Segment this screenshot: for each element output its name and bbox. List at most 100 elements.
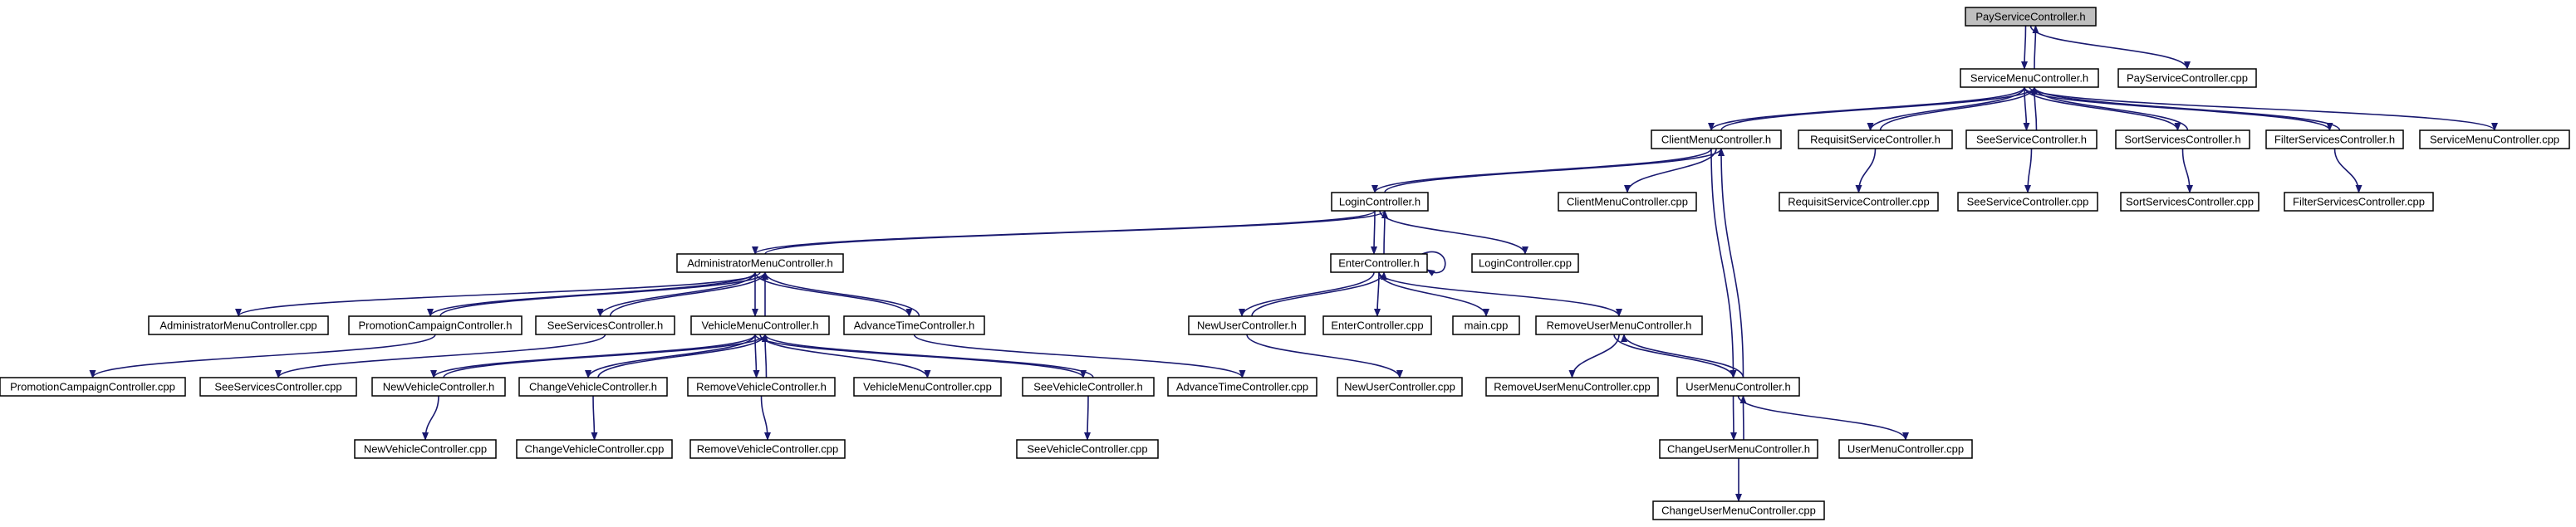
file-box[interactable]	[1337, 377, 1463, 397]
file-box[interactable]	[690, 315, 830, 335]
file-box[interactable]	[1485, 377, 1659, 397]
file-node[interactable]: SeeServiceController.h	[1965, 129, 2098, 149]
file-box[interactable]	[1535, 315, 1703, 335]
file-box[interactable]	[1779, 192, 1939, 212]
file-box[interactable]	[1652, 500, 1825, 520]
file-node[interactable]: PayServiceController.cpp	[2117, 68, 2257, 88]
file-box[interactable]	[1960, 68, 2099, 88]
file-box[interactable]	[2419, 129, 2570, 149]
file-node[interactable]: NewUserController.cpp	[1337, 377, 1463, 397]
file-box[interactable]	[1022, 377, 1155, 397]
file-box[interactable]	[1471, 253, 1579, 273]
file-node[interactable]: SeeServicesController.h	[535, 315, 675, 335]
file-node[interactable]: ChangeUserMenuController.h	[1659, 439, 1818, 459]
file-box[interactable]	[1331, 192, 1429, 212]
dependency-edge	[439, 271, 768, 317]
file-node[interactable]: main.cpp	[1452, 315, 1520, 335]
dependency-edge	[2032, 25, 2039, 70]
file-box[interactable]	[1330, 253, 1428, 273]
file-box[interactable]	[516, 439, 673, 459]
file-node[interactable]: ClientMenuController.cpp	[1558, 192, 1697, 212]
file-box[interactable]	[148, 315, 329, 335]
file-node[interactable]: AdvanceTimeController.h	[843, 315, 985, 335]
file-box[interactable]	[1558, 192, 1697, 212]
file-node[interactable]: RequisitServiceController.cpp	[1779, 192, 1939, 212]
file-box[interactable]	[2284, 192, 2434, 212]
file-box[interactable]	[1957, 192, 2098, 212]
file-box[interactable]	[2265, 129, 2404, 149]
file-box[interactable]	[348, 315, 523, 335]
file-node[interactable]: VehicleMenuController.h	[690, 315, 830, 335]
file-node[interactable]: PromotionCampaignController.cpp	[0, 377, 186, 397]
file-node[interactable]: SeeServicesController.cpp	[199, 377, 357, 397]
file-node[interactable]: RemoveUserMenuController.cpp	[1485, 377, 1659, 397]
file-node[interactable]: ChangeVehicleController.h	[518, 377, 668, 397]
file-node[interactable]: SeeServiceController.cpp	[1957, 192, 2098, 212]
file-node[interactable]: ChangeVehicleController.cpp	[516, 439, 673, 459]
file-box[interactable]	[843, 315, 985, 335]
file-node[interactable]: SortServicesController.cpp	[2120, 192, 2260, 212]
file-box[interactable]	[689, 439, 846, 459]
file-box[interactable]	[1016, 439, 1159, 459]
file-node[interactable]: RemoveVehicleController.cpp	[689, 439, 846, 459]
file-box[interactable]	[1659, 439, 1818, 459]
file-node[interactable]: LoginController.cpp	[1471, 253, 1579, 273]
file-node[interactable]: VehicleMenuController.cpp	[853, 377, 1002, 397]
file-node[interactable]: SeeVehicleController.cpp	[1016, 439, 1159, 459]
file-node[interactable]: PromotionCampaignController.h	[348, 315, 523, 335]
file-box[interactable]	[1322, 315, 1432, 335]
file-box[interactable]	[2117, 68, 2257, 88]
file-box[interactable]	[199, 377, 357, 397]
file-node[interactable]: RemoveUserMenuController.h	[1535, 315, 1703, 335]
file-node[interactable]: EnterController.cpp	[1322, 315, 1432, 335]
file-node[interactable]: ServiceMenuController.cpp	[2419, 129, 2570, 149]
file-label: RemoveVehicleController.h	[696, 381, 827, 393]
file-node[interactable]: UserMenuController.cpp	[1838, 439, 1973, 459]
file-node[interactable]: NewVehicleController.h	[371, 377, 506, 397]
file-box[interactable]	[1798, 129, 1953, 149]
file-box[interactable]	[1676, 377, 1800, 397]
file-label: SortServicesController.cpp	[2126, 196, 2254, 208]
file-node[interactable]: ChangeUserMenuController.cpp	[1652, 500, 1825, 520]
file-box[interactable]	[1188, 315, 1306, 335]
file-label: RemoveUserMenuController.h	[1547, 320, 1692, 332]
file-box[interactable]	[1452, 315, 1520, 335]
file-box[interactable]	[535, 315, 675, 335]
file-box[interactable]	[0, 377, 186, 397]
file-node[interactable]: FilterServicesController.h	[2265, 129, 2404, 149]
dependency-edge	[1879, 86, 2038, 131]
file-node[interactable]: ClientMenuController.h	[1651, 129, 1782, 149]
dependency-edge	[2031, 86, 2189, 131]
file-node[interactable]: AdministratorMenuController.cpp	[148, 315, 329, 335]
file-node[interactable]: RequisitServiceController.h	[1798, 129, 1953, 149]
file-box[interactable]	[371, 377, 506, 397]
file-node[interactable]: ServiceMenuController.h	[1960, 68, 2099, 88]
file-box[interactable]	[1651, 129, 1782, 149]
file-box[interactable]	[853, 377, 1002, 397]
file-node[interactable]: PayServiceController.h	[1965, 7, 2097, 27]
file-node[interactable]: NewVehicleController.cpp	[354, 439, 497, 459]
file-node[interactable]: SeeVehicleController.h	[1022, 377, 1155, 397]
file-node[interactable]: AdvanceTimeController.cpp	[1167, 377, 1317, 397]
file-node[interactable]: SortServicesController.h	[2115, 129, 2250, 149]
file-box[interactable]	[687, 377, 836, 397]
file-node[interactable]: RemoveVehicleController.h	[687, 377, 836, 397]
file-box[interactable]	[676, 253, 844, 273]
file-box[interactable]	[1838, 439, 1973, 459]
current-file-box[interactable]	[1965, 7, 2097, 27]
file-box[interactable]	[518, 377, 668, 397]
file-node[interactable]: NewUserController.h	[1188, 315, 1306, 335]
file-box[interactable]	[1167, 377, 1317, 397]
file-node[interactable]: LoginController.h	[1331, 192, 1429, 212]
file-node[interactable]: UserMenuController.h	[1676, 377, 1800, 397]
dependency-edge	[754, 271, 913, 317]
file-box[interactable]	[354, 439, 497, 459]
file-box[interactable]	[2120, 192, 2260, 212]
dependency-edge	[1378, 271, 1489, 317]
file-box[interactable]	[2115, 129, 2250, 149]
file-node[interactable]: EnterController.h	[1330, 253, 1428, 273]
file-node[interactable]: FilterServicesController.cpp	[2284, 192, 2434, 212]
file-box[interactable]	[1965, 129, 2098, 149]
file-node[interactable]: AdministratorMenuController.h	[676, 253, 844, 273]
